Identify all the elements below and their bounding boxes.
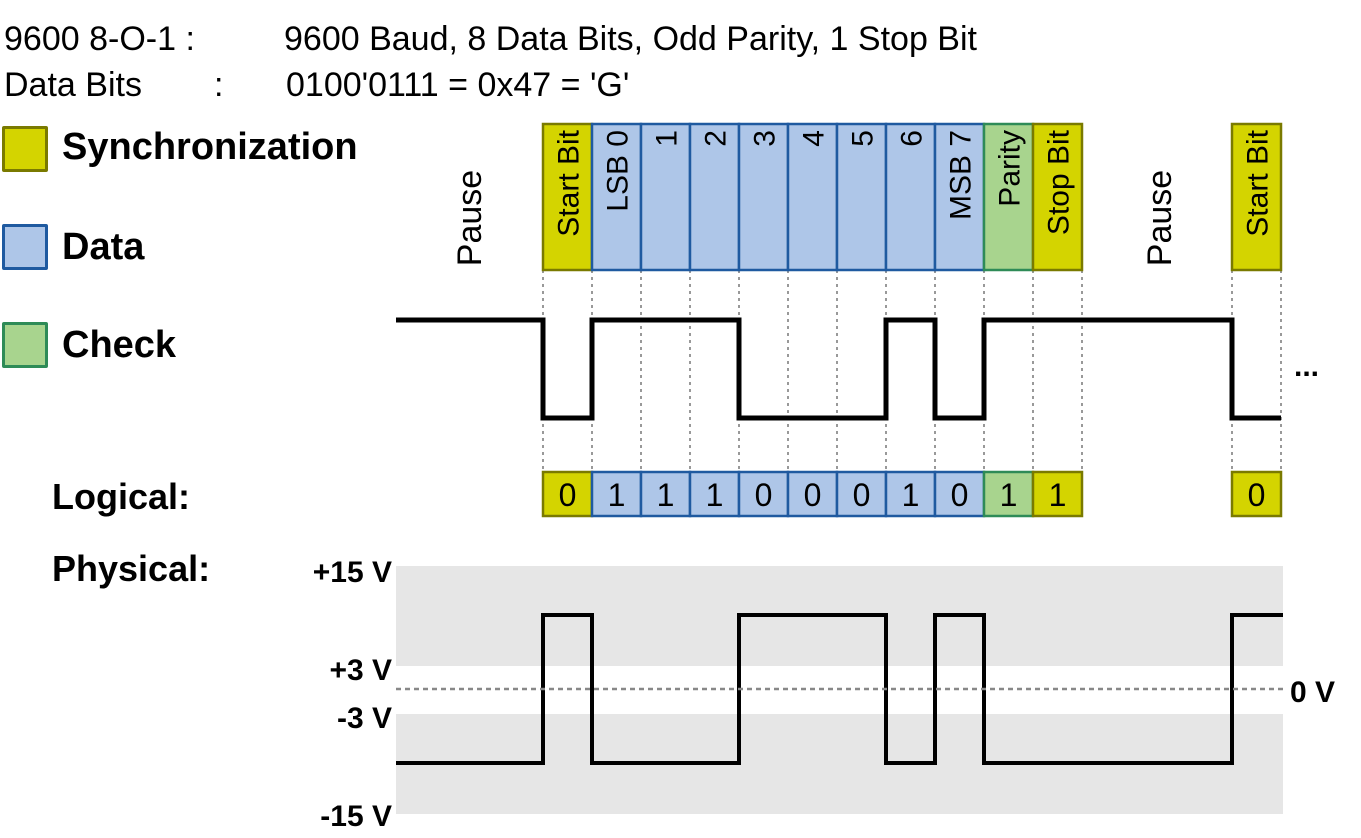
bit-label: 4 bbox=[798, 130, 831, 147]
logical-bit-value: 0 bbox=[559, 477, 577, 513]
bit-label: 1 bbox=[651, 130, 684, 147]
voltage-tick-label: -3 V bbox=[337, 702, 392, 735]
legend-data-swatch bbox=[2, 224, 48, 270]
legend-data-label: Data bbox=[62, 226, 145, 268]
bit-label: 3 bbox=[749, 130, 782, 147]
bit-label-box bbox=[1230, 122, 1283, 272]
voltage-tick-label: +15 V bbox=[313, 556, 392, 589]
logical-bit-box bbox=[835, 470, 888, 518]
bit-label-box bbox=[1031, 122, 1084, 272]
physical-waveform bbox=[396, 613, 1283, 765]
logical-bit-box bbox=[639, 470, 692, 518]
bit-label-box bbox=[688, 122, 741, 272]
bit-label: LSB 0 bbox=[602, 130, 635, 212]
bit-label: Start Bit bbox=[553, 129, 586, 236]
logical-bit-value: 1 bbox=[1000, 477, 1018, 513]
logical-bit-value: 1 bbox=[706, 477, 724, 513]
logical-bit-value: 0 bbox=[755, 477, 773, 513]
bit-label-box bbox=[639, 122, 692, 272]
header-line2-label: Data Bits bbox=[4, 66, 142, 104]
logical-bit-value: 0 bbox=[804, 477, 822, 513]
bit-label: Stop Bit bbox=[1043, 129, 1076, 235]
bit-label: 2 bbox=[700, 130, 733, 147]
logical-bit-value: 0 bbox=[951, 477, 969, 513]
logical-bit-value: 0 bbox=[853, 477, 871, 513]
logical-waveform bbox=[396, 317, 1281, 421]
logical-bit-box bbox=[884, 470, 937, 518]
bit-label: MSB 7 bbox=[945, 130, 978, 220]
logical-bit-box bbox=[1230, 470, 1283, 518]
physical-row-label: Physical: bbox=[52, 548, 211, 589]
logical-bit-box bbox=[786, 470, 839, 518]
legend-sync-swatch bbox=[2, 126, 48, 172]
logical-bit-value: 1 bbox=[657, 477, 675, 513]
bit-label: Parity bbox=[994, 130, 1027, 207]
header-line1-label: 9600 8-O-1 : bbox=[4, 20, 195, 58]
logical-bit-value: 1 bbox=[1049, 477, 1067, 513]
bit-label-box bbox=[835, 122, 888, 272]
logical-bit-box bbox=[541, 470, 594, 518]
logical-bit-value: 1 bbox=[902, 477, 920, 513]
bit-label: 5 bbox=[847, 130, 880, 147]
voltage-tick-label: +3 V bbox=[329, 654, 392, 687]
header-line2-colon: : bbox=[214, 66, 224, 104]
header-line1-value: 9600 Baud, 8 Data Bits, Odd Parity, 1 St… bbox=[284, 20, 977, 58]
voltage-tick-label: -15 V bbox=[320, 800, 392, 833]
legend-check-swatch bbox=[2, 322, 48, 368]
logical-bit-box bbox=[982, 470, 1035, 518]
bit-label-box bbox=[541, 122, 594, 272]
logical-row-label: Logical: bbox=[52, 476, 191, 517]
pause-label: Pause bbox=[1141, 170, 1179, 266]
logical-bit-box bbox=[737, 470, 790, 518]
header-line2-value: 0100'0111 = 0x47 = 'G' bbox=[286, 66, 630, 104]
logical-bit-value: 0 bbox=[1248, 477, 1266, 513]
logical-bit-value: 1 bbox=[608, 477, 626, 513]
bit-label-box bbox=[590, 122, 643, 272]
bit-label: 6 bbox=[896, 130, 929, 147]
continuation-ellipsis: ... bbox=[1294, 350, 1319, 383]
legend-sync-label: Synchronization bbox=[62, 126, 358, 168]
pause-label: Pause bbox=[451, 170, 489, 266]
bit-label-box bbox=[982, 122, 1035, 272]
legend-check-label: Check bbox=[62, 324, 177, 366]
logical-bit-box bbox=[1031, 470, 1084, 518]
bit-label: Start Bit bbox=[1242, 129, 1275, 236]
zero-volt-label: 0 V bbox=[1290, 676, 1335, 709]
